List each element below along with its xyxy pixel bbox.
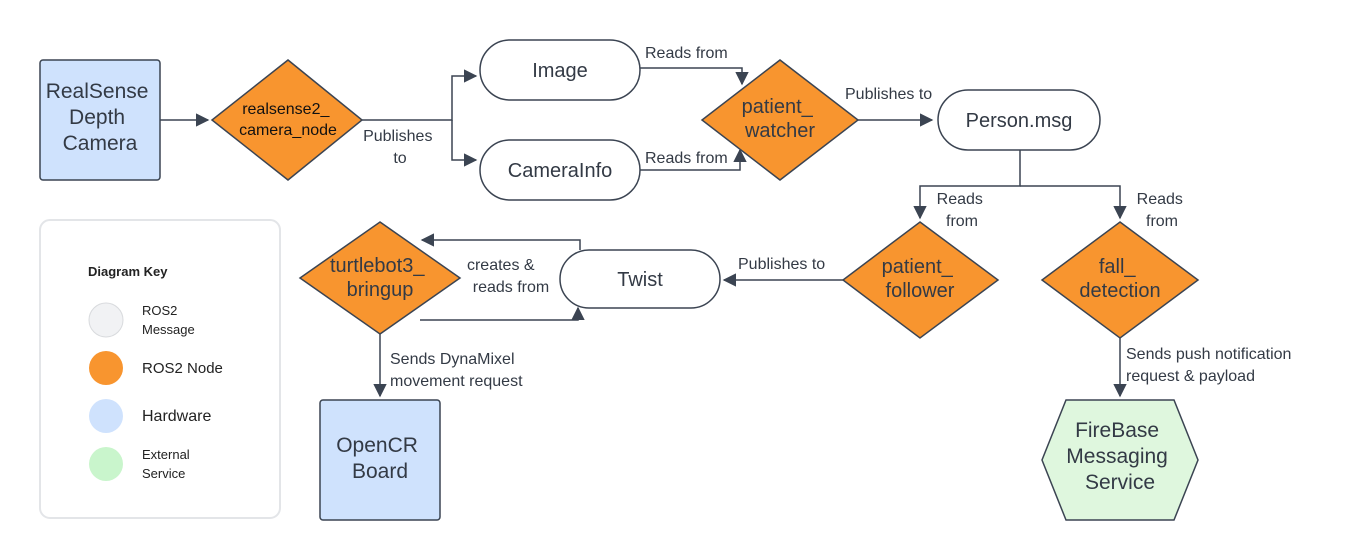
edge-camerainfo-to-watcher [640,148,747,171]
opencr-line-1: OpenCR [336,434,418,457]
svg-text:Image: Image [532,60,588,82]
opencr-line-2: Board [352,460,408,483]
realsense-line-1: RealSense [46,80,149,103]
person-msg-label: Person.msg [966,110,1073,132]
fall-detection-line-1: fall_ [1099,256,1137,278]
camera-node-diamond: realsense2_ camera_node [210,59,364,181]
svg-text:FireBase Messaging: FireBase Messaging Service [1066,419,1173,494]
patient-watcher-line-1: patient_ [742,96,814,118]
camera-node-line-1: realsense2_ [242,101,330,118]
diagram-key: Diagram Key ROS2 Message ROS2 Node Hardw… [39,219,281,519]
edge-label-reads-from-fall: Reads from [1137,191,1188,230]
patient-follower-line-1: patient_ [882,256,954,278]
key-item-hardware: Hardware [89,399,211,433]
edge-person-to-follower [913,150,1021,220]
edge-label-publishes-to-cam: Publishes to [363,128,437,167]
key-item-external-service: External Service [89,447,193,481]
edge-label-creates-reads: creates & reads from [467,257,549,296]
svg-text:Person.msg: Person.msg [966,110,1073,132]
edge-node-to-camerainfo [451,120,478,167]
svg-text:turtlebot3_ bringup: turtlebot3_ bringup [330,255,430,301]
camerainfo-message: CameraInfo [479,139,641,201]
firebase-line-2: Messaging [1066,445,1168,468]
edge-person-to-fall [1020,185,1127,220]
edge-label-sends-push: Sends push notification request & payloa… [1126,346,1296,385]
svg-text:ROS2 Message: ROS2 Message [142,303,195,337]
person-msg-message: Person.msg [937,89,1101,151]
camerainfo-label: CameraInfo [508,160,613,182]
edge-label-publishes-to-twist: Publishes to [738,256,825,273]
image-message: Image [479,39,641,101]
patient-follower-diamond: patient_ follower [841,221,1000,339]
edge-label-reads-from-camerainfo: Reads from [645,150,728,167]
edge-label-reads-from-image: Reads from [645,45,728,62]
edge-label-reads-from-follower: Reads from [937,191,988,230]
twist-message: Twist [559,249,721,309]
firebase-line-3: Service [1085,471,1155,494]
opencr-board-node: OpenCR Board [319,399,441,521]
image-label: Image [532,60,588,82]
svg-text:CameraInfo: CameraInfo [508,160,613,182]
svg-text:ROS2 Node: ROS2 Node [142,360,223,377]
patient-follower-line-2: follower [886,280,955,302]
svg-text:External Service: External Service [142,447,193,481]
svg-text:Twist: Twist [617,269,663,291]
edge-bringup-to-twist [420,306,585,321]
turtlebot-bringup-diamond: turtlebot3_ bringup [298,221,462,335]
svg-text:OpenCR Board: OpenCR Board [336,434,424,483]
key-item-ros2-node: ROS2 Node [89,351,223,385]
realsense-line-2: Depth [69,106,125,129]
turtlebot-line-1: turtlebot3_ [330,255,425,277]
turtlebot-line-2: bringup [347,279,414,301]
edge-label-sends-dynamixel: Sends DynaMixel movement request [390,351,523,390]
firebase-line-1: FireBase [1075,419,1159,442]
fall-detection-line-2: detection [1079,280,1160,302]
diagram-key-title: Diagram Key [88,264,168,279]
svg-text:patient_ watcher: patient_ watcher [742,96,819,142]
svg-text:realsense2_ camera_node: realsense2_ camera_node [239,101,337,139]
key-item-ros2-message: ROS2 Message [88,302,195,338]
fall-detection-diamond: fall_ detection [1040,221,1200,339]
svg-text:RealSense Depth Ca: RealSense Depth Camera [46,80,155,155]
edge-label-publishes-to-person: Publishes to [845,86,932,103]
edge-twist-to-bringup [420,233,581,250]
camera-node-line-2: camera_node [239,122,337,139]
svg-text:fall_ detection: fall_ detection [1079,256,1160,302]
edge-node-to-image [362,69,478,121]
patient-watcher-line-2: watcher [744,120,815,142]
svg-text:Hardware: Hardware [142,408,211,425]
firebase-service-node: FireBase Messaging Service [1041,399,1199,521]
patient-watcher-diamond: patient_ watcher [700,59,860,181]
realsense-camera-node: RealSense Depth Camera [39,59,161,181]
twist-label: Twist [617,269,663,291]
svg-text:patient_ follower: patient_ follower [882,256,959,302]
realsense-line-3: Camera [63,132,138,155]
edge-image-to-watcher [640,67,749,86]
